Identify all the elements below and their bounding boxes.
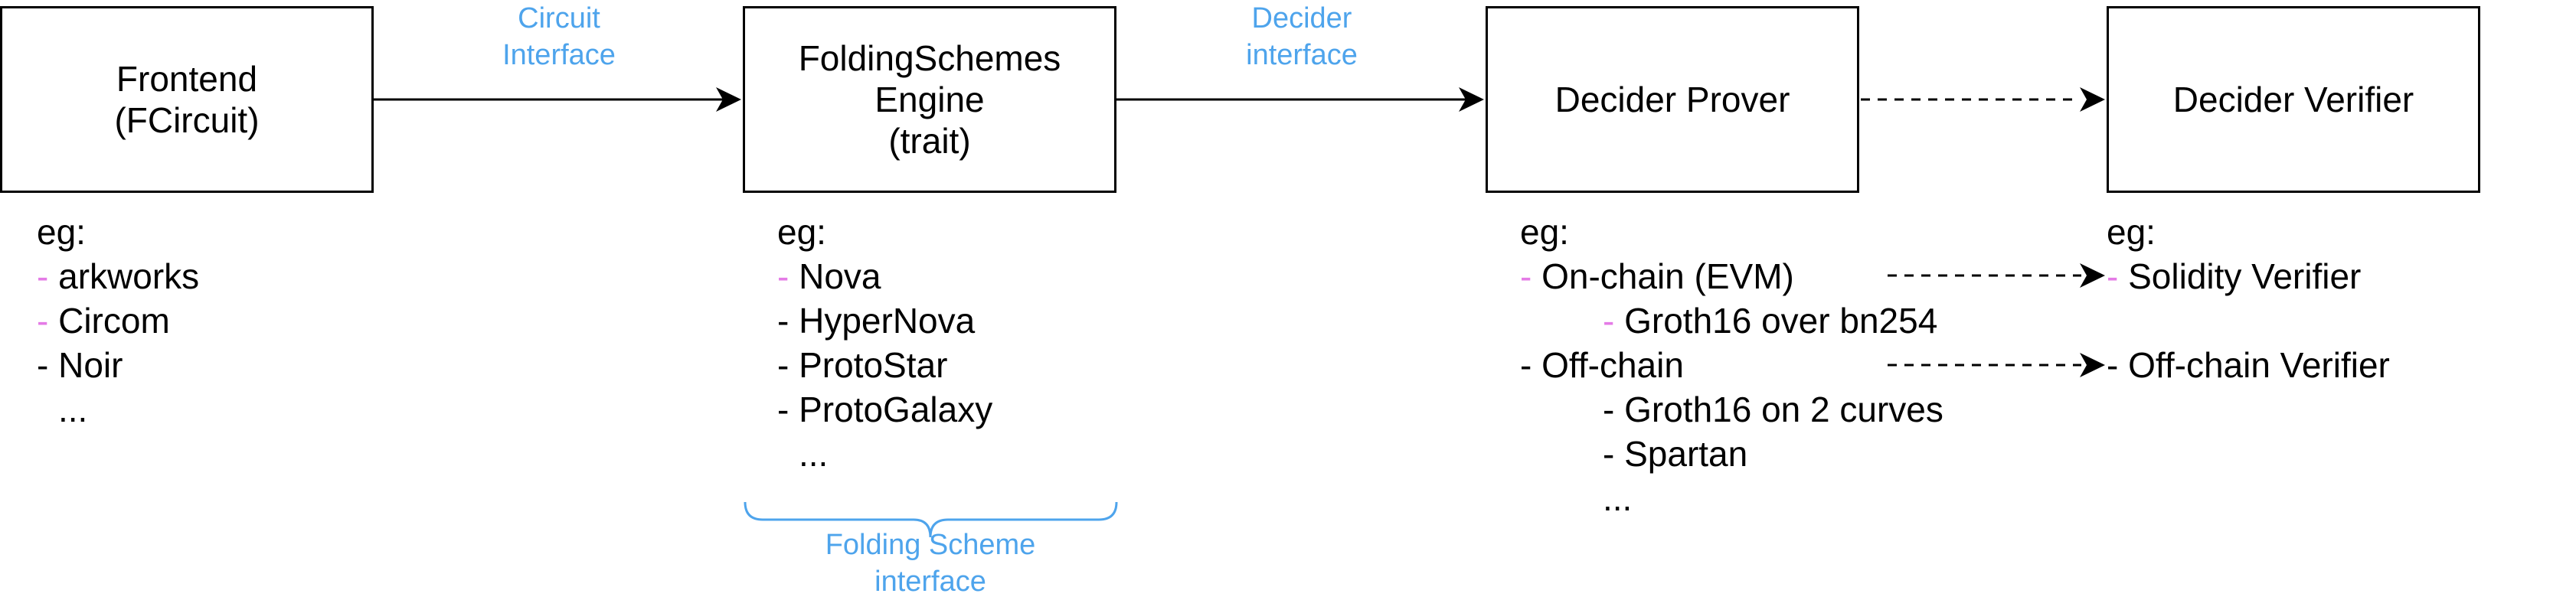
item-text: Groth16 over bn254	[1624, 301, 1938, 341]
item-text: arkworks	[58, 256, 200, 296]
list-item: - HyperNova	[777, 300, 975, 341]
verifier-eg: eg:	[2107, 212, 2156, 252]
folding-scheme-brace	[744, 501, 1118, 538]
decider-prover-box: Decider Prover	[1486, 6, 1859, 193]
list-subitem: - Spartan	[1603, 433, 1747, 474]
item-text: Solidity Verifier	[2128, 256, 2362, 296]
decider-interface-label: Decider interface	[1202, 0, 1401, 73]
item-dash: -	[1520, 256, 1532, 296]
arrow-offchain-to-offchain-verifier-dashed	[1888, 353, 2105, 377]
list-ellipsis: ...	[1603, 478, 1633, 518]
item-dash: -	[777, 345, 789, 385]
decider-verifier-box: Decider Verifier	[2107, 6, 2480, 193]
item-dash: -	[37, 256, 49, 296]
verifier-title: Decider Verifier	[2172, 80, 2414, 119]
item-text: ProtoGalaxy	[799, 390, 993, 429]
folding-label-line1: Folding Scheme	[825, 529, 1036, 561]
list-item-onchain: - On-chain (EVM)	[1520, 256, 1794, 297]
decider-label-line1: Decider	[1251, 2, 1352, 34]
engine-title: FoldingSchemes	[798, 38, 1061, 78]
list-item-offchain-verifier: - Off-chain Verifier	[2107, 344, 2390, 386]
list-item: - Noir	[37, 344, 123, 386]
circuit-label-line2: Interface	[502, 39, 616, 71]
arrow-onchain-to-solidity-dashed	[1888, 263, 2105, 288]
item-dash: -	[1520, 345, 1532, 385]
item-text: HyperNova	[799, 301, 976, 341]
item-dash: -	[37, 301, 49, 341]
decider-label-line2: interface	[1246, 39, 1358, 71]
circuit-interface-label: Circuit Interface	[459, 0, 659, 73]
circuit-label-line1: Circuit	[518, 2, 600, 34]
item-text: Off-chain Verifier	[2128, 345, 2390, 385]
item-dash: -	[1603, 301, 1615, 341]
item-dash: -	[2107, 256, 2119, 296]
item-text: On-chain (EVM)	[1541, 256, 1794, 296]
folding-label-line2: interface	[874, 566, 986, 598]
engine-eg: eg:	[777, 212, 826, 252]
folding-scheme-interface-label: Folding Scheme interface	[796, 527, 1064, 600]
item-text: ProtoStar	[799, 345, 948, 385]
item-dash: -	[777, 301, 789, 341]
frontend-eg: eg:	[37, 212, 86, 252]
item-dash: -	[1603, 390, 1615, 429]
list-ellipsis: ...	[58, 390, 88, 429]
list-ellipsis: ...	[799, 434, 829, 474]
item-text: Circom	[58, 301, 170, 341]
item-text: Noir	[58, 345, 123, 385]
engine-subtitle: Engine	[874, 80, 985, 119]
item-text: Groth16 on 2 curves	[1624, 390, 1943, 429]
item-dash: -	[37, 345, 49, 385]
frontend-title: Frontend	[116, 59, 258, 99]
arrow-engine-to-prover	[1116, 87, 1484, 112]
list-item: - ProtoGalaxy	[777, 389, 992, 430]
item-text: Off-chain	[1541, 345, 1684, 385]
prover-title: Decider Prover	[1554, 80, 1790, 119]
list-item-solidity: - Solidity Verifier	[2107, 256, 2361, 297]
item-dash: -	[1603, 434, 1615, 474]
list-item: - arkworks	[37, 256, 199, 297]
arrow-frontend-to-engine	[374, 87, 741, 112]
engine-trait: (trait)	[888, 121, 971, 161]
list-item: - Circom	[37, 300, 170, 341]
item-dash: -	[777, 256, 789, 296]
item-dash: -	[2107, 345, 2119, 385]
item-text: Nova	[799, 256, 881, 296]
item-text: Spartan	[1624, 434, 1748, 474]
list-item: - Nova	[777, 256, 881, 297]
prover-eg: eg:	[1520, 212, 1569, 252]
frontend-box: Frontend (FCircuit)	[0, 6, 374, 193]
list-subitem: - Groth16 on 2 curves	[1603, 389, 1943, 430]
list-item-offchain: - Off-chain	[1520, 344, 1684, 386]
arrow-prover-to-verifier-dashed	[1861, 87, 2105, 112]
folding-engine-box: FoldingSchemes Engine (trait)	[743, 6, 1116, 193]
list-subitem: - Groth16 over bn254	[1603, 300, 1937, 341]
item-dash: -	[777, 390, 789, 429]
list-item: - ProtoStar	[777, 344, 947, 386]
frontend-subtitle: (FCircuit)	[114, 100, 260, 140]
